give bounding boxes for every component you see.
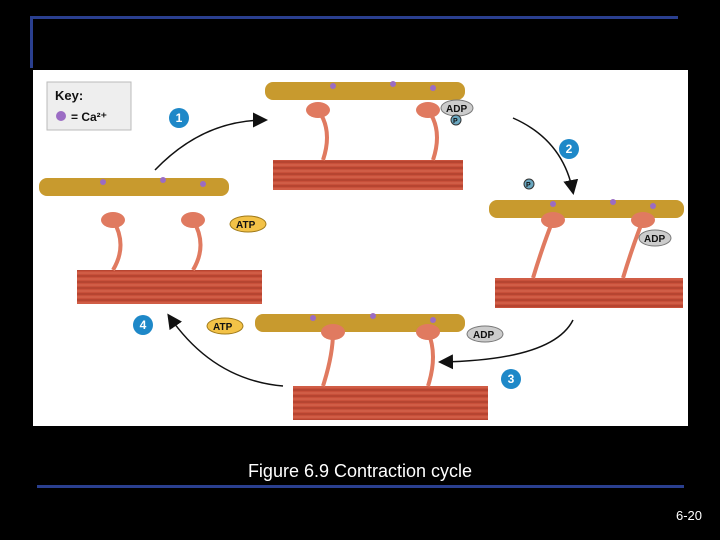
- phosphate-label: P: [453, 118, 458, 125]
- stage-bottom: ADP ATP: [206, 313, 504, 420]
- figure-caption: Figure 6.9 Contraction cycle: [247, 461, 473, 481]
- calcium-icon: [56, 111, 66, 121]
- myosin-head: [101, 212, 125, 228]
- stage-left: ATP: [39, 177, 267, 304]
- phosphate-label: P: [526, 182, 531, 189]
- stage-top: ADP P: [265, 81, 474, 190]
- thick-filament-left: [77, 270, 262, 304]
- step-badge-3: 3: [501, 369, 521, 389]
- contraction-cycle-figure: Key: = Ca²⁺ ADP P ADP P: [33, 70, 688, 426]
- key-entry: = Ca²⁺: [71, 110, 107, 124]
- thick-filament-bottom: [293, 386, 488, 420]
- myosin-head: [416, 102, 440, 118]
- svg-text:4: 4: [140, 318, 147, 332]
- contraction-cycle-diagram: Key: = Ca²⁺ ADP P ADP P: [39, 81, 684, 420]
- arrow-3-to-4: [167, 313, 284, 387]
- myosin-head: [541, 212, 565, 228]
- adp-label: ADP: [644, 234, 665, 245]
- svg-text:1: 1: [176, 111, 183, 125]
- step-badge-1: 1: [169, 108, 189, 128]
- thick-filament-right: [495, 278, 683, 308]
- myosin-head: [416, 324, 440, 340]
- bottom-rule: [37, 485, 684, 488]
- slide-number: 6-20: [675, 508, 702, 523]
- thin-filament-top: [265, 82, 465, 100]
- atp-label: ATP: [213, 322, 233, 333]
- svg-text:2: 2: [566, 142, 573, 156]
- adp-label: ADP: [473, 330, 494, 341]
- left-rule: [30, 16, 33, 68]
- adp-label: ADP: [446, 104, 467, 115]
- svg-text:3: 3: [508, 372, 515, 386]
- stage-right: ADP P: [489, 178, 684, 308]
- key-title: Key:: [55, 88, 83, 103]
- arrow-4-to-1: [154, 112, 268, 171]
- myosin-head: [631, 212, 655, 228]
- myosin-head: [306, 102, 330, 118]
- myosin-head: [321, 324, 345, 340]
- top-rule: [30, 16, 678, 19]
- arrow-1-to-2: [512, 117, 579, 195]
- thin-filament-left: [39, 178, 229, 196]
- step-badge-4: 4: [133, 315, 153, 335]
- key-box: Key: = Ca²⁺: [46, 81, 132, 131]
- thin-filament-right: [489, 200, 684, 218]
- thick-filament-top: [273, 160, 463, 190]
- step-badge-2: 2: [559, 139, 579, 159]
- myosin-head: [181, 212, 205, 228]
- thin-filament-bottom: [255, 314, 465, 332]
- atp-label: ATP: [236, 220, 256, 231]
- arrow-2-to-3: [438, 319, 574, 370]
